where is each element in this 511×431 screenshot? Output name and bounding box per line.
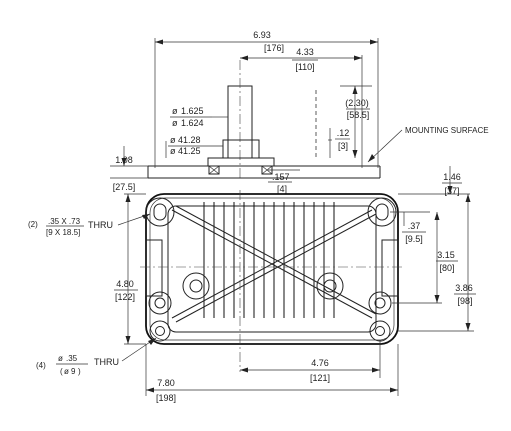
dim-label: [176] bbox=[264, 43, 284, 53]
boss-left bbox=[182, 272, 210, 300]
inner-recess bbox=[167, 205, 377, 333]
dim-label: 1.625 bbox=[181, 106, 204, 116]
dim-label: [37] bbox=[444, 186, 459, 196]
callout-holes: (4) ø .35 ( ø 9 ) THRU bbox=[36, 337, 157, 376]
dim-label: 3.86 bbox=[455, 283, 473, 293]
dim-label: 1.46 bbox=[443, 172, 461, 182]
dia-symbol: ø bbox=[170, 135, 176, 145]
dim-label: 1.08 bbox=[115, 155, 133, 165]
base-view bbox=[140, 190, 404, 372]
thru-label: THRU bbox=[88, 220, 113, 230]
dim-label: [121] bbox=[310, 373, 330, 383]
dim-label: [3] bbox=[338, 141, 348, 151]
dim-label: .37 bbox=[408, 221, 421, 231]
dim-label: 41.25 bbox=[178, 146, 201, 156]
dim-label: 3.15 bbox=[437, 250, 455, 260]
hole-mid-right bbox=[368, 291, 392, 315]
dim-label: .12 bbox=[337, 128, 350, 138]
dim-label: [58.5] bbox=[347, 110, 370, 120]
dim-flange-thickness: .157 [4] bbox=[268, 169, 300, 194]
dim-overall-width: 6.93 [176] bbox=[154, 30, 379, 168]
dim-label: .157 bbox=[272, 172, 290, 182]
hole-dia-in: .35 bbox=[66, 354, 78, 363]
dim-top-edge: 1.46 [37] bbox=[398, 166, 470, 196]
dim-label: 41.28 bbox=[178, 135, 201, 145]
boss-right bbox=[316, 272, 344, 300]
dia-symbol: ø bbox=[172, 106, 178, 116]
fastener-mark-left bbox=[208, 165, 220, 175]
dim-label: [4] bbox=[277, 184, 287, 194]
heatsink-fins bbox=[203, 202, 335, 318]
dia-symbol: ø bbox=[58, 354, 63, 363]
hole-dia-mm: 9 bbox=[71, 367, 76, 376]
dim-label: [110] bbox=[295, 62, 314, 72]
dim-label: [9.5] bbox=[405, 234, 423, 244]
dim-label: 7.80 bbox=[157, 378, 175, 388]
svg-text:(: ( bbox=[60, 367, 63, 376]
dim-label: [98] bbox=[457, 296, 472, 306]
dim-base-depth: 4.80 [122] bbox=[114, 193, 146, 345]
dim-label: (2.30) bbox=[345, 98, 369, 108]
slot-size-in: .35 X .73 bbox=[48, 217, 81, 226]
slot-qty: (2) bbox=[28, 220, 38, 229]
dim-hole-horizontal-spacing: 4.76 [121] bbox=[240, 340, 381, 383]
dim-hole-vertical-spacing: 3.15 [80] bbox=[392, 212, 458, 304]
dim-pilot-depth: .12 [3] bbox=[328, 128, 350, 158]
dim-label: [27.5] bbox=[113, 182, 136, 192]
side-view bbox=[147, 60, 381, 179]
dim-label: 1.624 bbox=[181, 118, 204, 128]
dia-symbol: ø bbox=[170, 146, 176, 156]
callout-slots: (2) .35 X .73 [9 X 18.5] THRU bbox=[28, 213, 151, 237]
svg-text:): ) bbox=[78, 367, 81, 376]
dim-label: [198] bbox=[156, 393, 176, 403]
dia-symbol: ø bbox=[172, 118, 178, 128]
slot-size-mm: [9 X 18.5] bbox=[46, 228, 80, 237]
dia-symbol: ø bbox=[64, 367, 69, 376]
slot-top-left bbox=[145, 197, 175, 227]
dim-label: 4.76 bbox=[311, 358, 329, 368]
hole-bottom-left bbox=[149, 320, 171, 342]
hole-qty: (4) bbox=[36, 361, 46, 370]
dim-body-width: 4.33 [110] bbox=[240, 47, 363, 168]
dim-base-height: 3.86 [98] bbox=[398, 194, 476, 332]
callout-mounting-surface: MOUNTING SURFACE bbox=[367, 126, 489, 163]
dim-label: [80] bbox=[439, 263, 454, 273]
callout-shaft-diameter: ø 1.625 ø 1.624 bbox=[170, 106, 228, 128]
hole-bottom-right bbox=[369, 320, 391, 342]
thru-label: THRU bbox=[94, 357, 119, 367]
dim-shaft-offset: (2.30) [58.5] bbox=[340, 85, 372, 158]
dim-label: 4.80 bbox=[116, 279, 134, 289]
dim-height: 1.08 [27.5] bbox=[110, 146, 148, 192]
hole-mid-left bbox=[148, 291, 172, 315]
dim-slot-position: .37 [9.5] bbox=[390, 211, 430, 244]
flange bbox=[207, 157, 275, 167]
dim-label: 6.93 bbox=[253, 30, 271, 40]
mounting-surface-label: MOUNTING SURFACE bbox=[405, 126, 489, 135]
callout-pilot-diameter: ø 41.28 ø 41.25 bbox=[165, 135, 223, 158]
cross-ribs bbox=[171, 205, 377, 323]
dim-label: 4.33 bbox=[296, 47, 314, 57]
dim-base-width: 7.80 [198] bbox=[145, 344, 399, 403]
dim-label: [122] bbox=[115, 292, 135, 302]
